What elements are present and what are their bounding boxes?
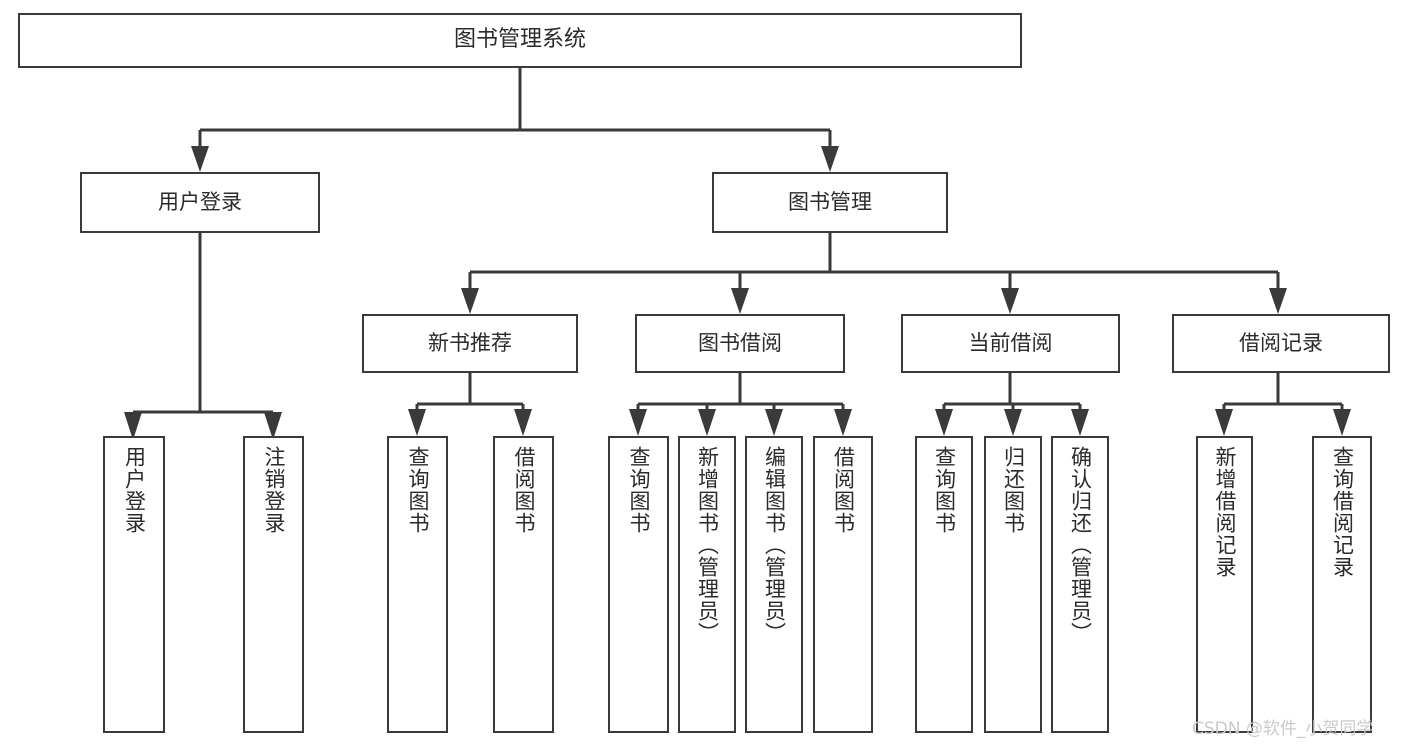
- leaf-current-borrow-query[interactable]: 查询图书: [915, 436, 973, 733]
- node-label: 注销登录: [262, 446, 286, 534]
- node-label: 编辑图书（管理员）: [762, 446, 787, 644]
- node-label: 查询图书: [932, 446, 957, 534]
- leaf-user-login-logout[interactable]: 注销登录: [243, 436, 304, 733]
- node-label: 归还图书: [1001, 446, 1026, 534]
- leaf-book-borrow-add[interactable]: 新增图书（管理员）: [678, 436, 736, 733]
- leaf-book-borrow-borrow[interactable]: 借阅图书: [813, 436, 873, 733]
- node-book-management[interactable]: 图书管理: [712, 172, 948, 233]
- leaf-user-login-login[interactable]: 用户登录: [103, 436, 165, 733]
- leaf-book-borrow-edit[interactable]: 编辑图书（管理员）: [745, 436, 803, 733]
- node-label: 图书借阅: [698, 330, 782, 355]
- node-label: 图书管理: [788, 189, 872, 214]
- node-label: 图书管理系统: [453, 27, 586, 53]
- node-label: 查询借阅记录: [1330, 446, 1355, 578]
- node-label: 借阅图书: [512, 446, 536, 534]
- node-label: 新增图书（管理员）: [695, 446, 720, 644]
- csdn-watermark: CSDN @软件_小贺同学: [1192, 719, 1374, 739]
- node-root-system[interactable]: 图书管理系统: [18, 13, 1022, 68]
- leaf-current-borrow-confirm-return[interactable]: 确认归还（管理员）: [1051, 436, 1109, 733]
- node-label: 查询图书: [406, 446, 430, 534]
- node-user-login[interactable]: 用户登录: [80, 172, 320, 233]
- node-new-book-recommend[interactable]: 新书推荐: [362, 314, 578, 373]
- leaf-new-book-query[interactable]: 查询图书: [387, 436, 448, 733]
- node-label: 确认归还（管理员）: [1068, 446, 1093, 644]
- node-label: 借阅图书: [831, 446, 856, 534]
- leaf-borrow-record-query[interactable]: 查询借阅记录: [1312, 436, 1372, 733]
- leaf-borrow-record-add[interactable]: 新增借阅记录: [1196, 436, 1253, 733]
- node-book-borrow[interactable]: 图书借阅: [635, 314, 845, 373]
- leaf-new-book-borrow[interactable]: 借阅图书: [493, 436, 554, 733]
- node-label: 借阅记录: [1239, 330, 1323, 355]
- node-label: 用户登录: [158, 189, 242, 214]
- node-current-borrow[interactable]: 当前借阅: [901, 314, 1120, 373]
- node-label: 新增借阅记录: [1213, 446, 1237, 578]
- leaf-current-borrow-return[interactable]: 归还图书: [984, 436, 1042, 733]
- node-label: 新书推荐: [428, 330, 512, 355]
- node-label: 当前借阅: [968, 330, 1053, 355]
- node-borrow-record[interactable]: 借阅记录: [1172, 314, 1390, 373]
- node-label: 查询图书: [627, 446, 651, 534]
- node-label: 用户登录: [122, 446, 147, 534]
- leaf-book-borrow-query[interactable]: 查询图书: [608, 436, 669, 733]
